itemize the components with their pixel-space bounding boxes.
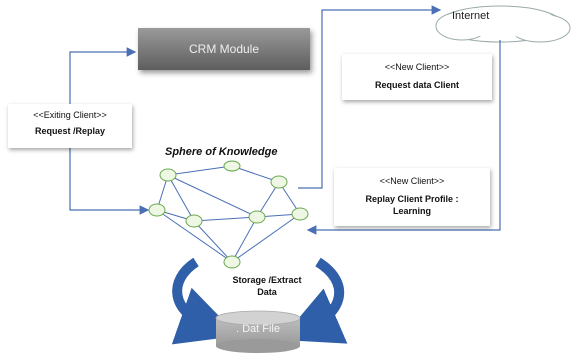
new-client-request-text: Request data Client (374, 80, 459, 90)
existing-client-text: Request /Replay (34, 126, 106, 136)
node (248, 210, 266, 224)
node (223, 255, 241, 269)
storage-label-line2: Data (257, 287, 277, 297)
connector-client-to-crm (69, 47, 137, 104)
node (148, 203, 166, 217)
existing-client-stereotype: <<Exiting Client>> (33, 110, 107, 120)
new-client-replay-stereotype: <<New Client>> (379, 176, 445, 186)
connector-sphere-to-internet (298, 5, 442, 189)
curved-arrow-left (171, 257, 239, 345)
network-nodes (148, 160, 309, 269)
internet-label: Internet (452, 10, 490, 22)
new-client-replay-text-line1: Replay Client Profile : (365, 194, 459, 204)
dat-file-cylinder (215, 310, 301, 353)
internet-cloud (435, 5, 571, 43)
node (223, 160, 241, 172)
new-client-replay-text-line2: Learning (392, 206, 431, 216)
existing-client-box: <<Exiting Client>> Request /Replay (8, 104, 132, 148)
node (159, 168, 177, 182)
curved-arrow-right (280, 257, 348, 344)
node (291, 207, 309, 221)
storage-label-line1: Storage /Extract (232, 275, 302, 285)
connector-internet-to-sphere (306, 40, 501, 235)
node (270, 175, 288, 189)
new-client-request-stereotype: <<New Client>> (384, 62, 450, 72)
storage-label: Storage /Extract Data (212, 274, 322, 298)
dat-file-label: . Dat File (235, 323, 280, 335)
connector-client-to-sphere (69, 148, 150, 215)
node (185, 214, 203, 228)
crm-module-box: CRM Module (138, 28, 310, 70)
sphere-of-knowledge-title: Sphere of Knowledge (165, 146, 278, 158)
new-client-request-box: <<New Client>> Request data Client (342, 54, 492, 100)
new-client-replay-box: <<New Client>> Replay Client Profile : L… (334, 168, 490, 226)
